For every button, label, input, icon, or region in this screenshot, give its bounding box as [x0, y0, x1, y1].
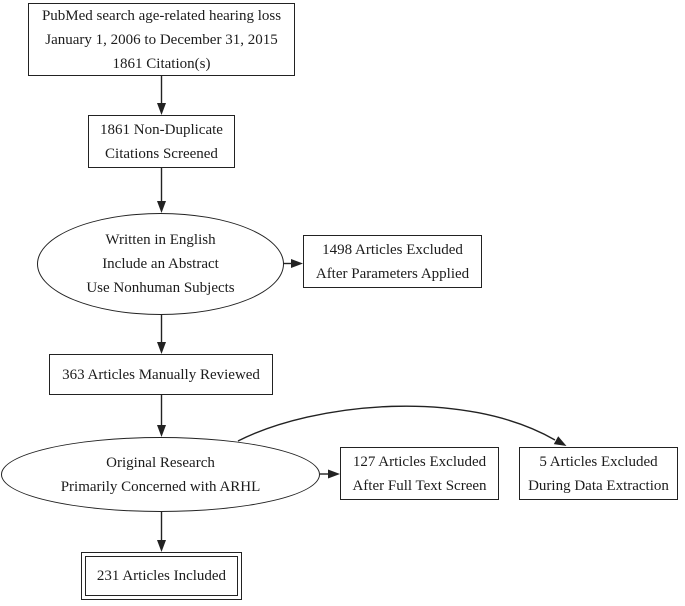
arrow-criteria-to-excluded-parameters	[283, 259, 303, 268]
flow-node-screening-criteria: Written in English Include an Abstract U…	[37, 213, 284, 315]
node-text-line: 1498 Articles Excluded	[322, 241, 463, 258]
node-text-line: Primarily Concerned with ARHL	[60, 478, 261, 495]
flow-node-pubmed-search: PubMed search age-related hearing loss J…	[28, 3, 295, 76]
double-border-inner: 231 Articles Included	[85, 556, 238, 596]
node-text-line: After Parameters Applied	[315, 265, 470, 282]
node-text-line: January 1, 2006 to December 31, 2015	[45, 31, 278, 48]
node-text-line: Written in English	[105, 232, 216, 248]
flow-node-excluded-after-full-text: 127 Articles Excluded After Full Text Sc…	[340, 447, 499, 500]
flow-node-non-duplicate-citations: 1861 Non-Duplicate Citations Screened	[88, 115, 235, 168]
node-text-line: 231 Articles Included	[96, 568, 227, 584]
arrow-original-research-to-included	[157, 511, 166, 552]
node-text-line: 127 Articles Excluded	[352, 453, 487, 470]
flow-node-original-research: Original Research Primarily Concerned wi…	[1, 437, 320, 512]
flow-node-excluded-after-parameters: 1498 Articles Excluded After Parameters …	[303, 235, 482, 288]
arrow-original-research-to-excluded-full-text	[320, 469, 340, 479]
node-text-line: Include an Abstract	[102, 256, 219, 272]
arrow-manually-reviewed-to-original-research	[157, 395, 166, 437]
node-text-line: During Data Extraction	[528, 477, 669, 494]
arrow-pubmed-to-nonduplicate	[157, 76, 166, 115]
node-text-line: Original Research	[106, 454, 215, 471]
node-text-line: 363 Articles Manually Reviewed	[62, 366, 260, 383]
arrow-criteria-to-manually-reviewed	[157, 315, 166, 354]
flow-node-excluded-data-extraction: 5 Articles Excluded During Data Extracti…	[519, 447, 678, 500]
node-text-line: 1861 Non-Duplicate	[100, 121, 223, 138]
node-text-line: Citations Screened	[105, 145, 218, 162]
flow-node-manually-reviewed: 363 Articles Manually Reviewed	[49, 354, 273, 395]
node-text-line: After Full Text Screen	[352, 477, 487, 494]
flow-node-articles-included: 231 Articles Included	[81, 552, 242, 600]
node-text-line: Use Nonhuman Subjects	[86, 280, 235, 296]
arrow-original-research-to-excluded-data-extraction	[237, 405, 567, 446]
arrow-nonduplicate-to-criteria	[157, 168, 166, 213]
node-text-line: 5 Articles Excluded	[539, 453, 658, 470]
node-text-line: PubMed search age-related hearing loss	[41, 7, 282, 24]
node-text-line: 1861 Citation(s)	[112, 55, 211, 72]
